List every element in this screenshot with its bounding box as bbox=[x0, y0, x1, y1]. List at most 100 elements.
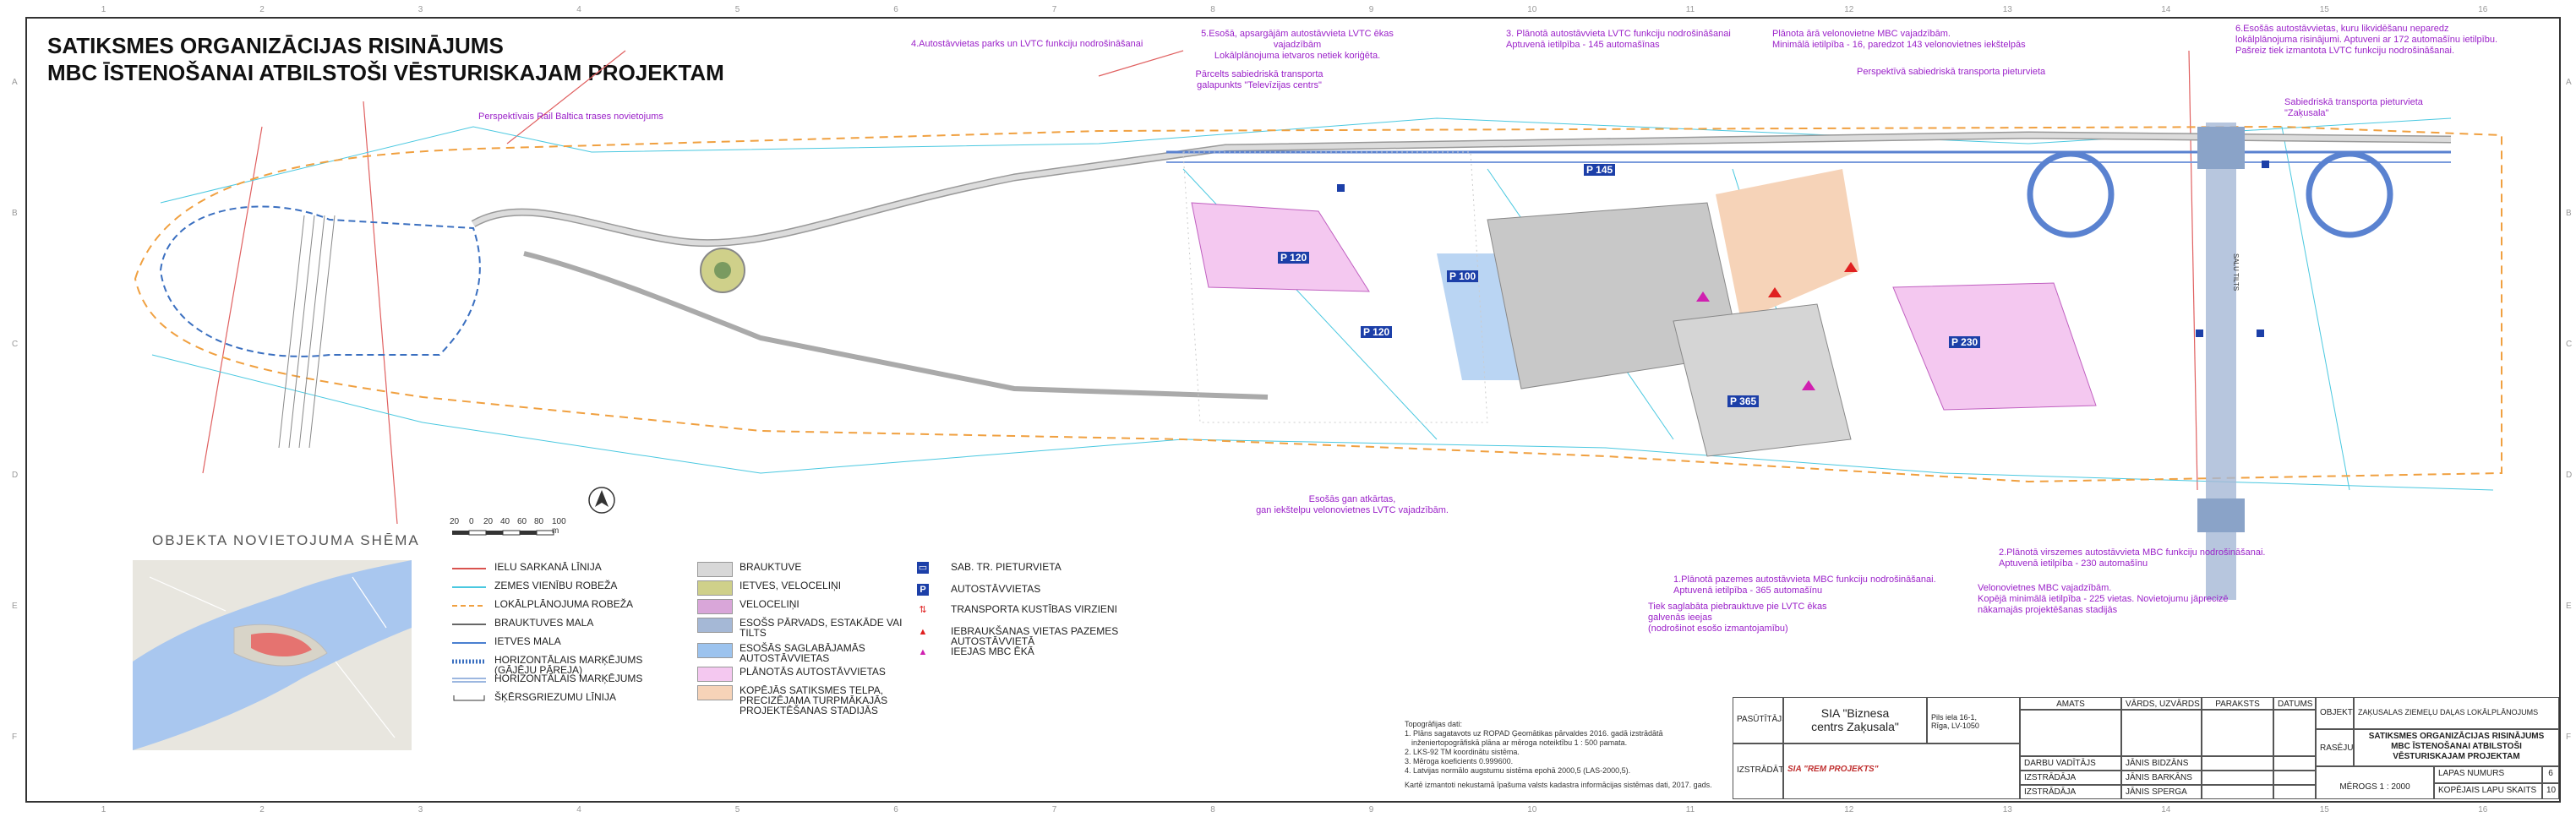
legend-line-label: IETVES MALA bbox=[494, 635, 561, 647]
planned-parking-120 bbox=[1191, 202, 1370, 292]
legend-line-label: IELU SARKANĀ LĪNIJA bbox=[494, 561, 602, 573]
legend-area-label: PLĀNOTĀS AUTOSTĀVVIETAS bbox=[740, 666, 886, 678]
traffic-direction-icon: ⇅ bbox=[919, 605, 927, 615]
underground-entry-icon: ▲ bbox=[918, 627, 928, 637]
note-existing-bike: Esošās gan atkārtas, gan iekštelpu velon… bbox=[1256, 494, 1449, 515]
sheet-label: RASĒJUMS: bbox=[2316, 729, 2354, 766]
ruler-column-label: 5 bbox=[734, 5, 740, 14]
north-arrow-pointer bbox=[595, 490, 609, 507]
note-1-a: 1.Plānotā pazemes autostāvvieta MBC funk… bbox=[1673, 575, 1936, 596]
legend-line-swatch bbox=[453, 695, 485, 701]
ruler-row-label: D bbox=[12, 470, 19, 480]
underground-entry-icon bbox=[1844, 262, 1858, 272]
blank-cell bbox=[2121, 710, 2202, 756]
object-name: ZAĶUSALAS ZIEMEĻU DAĻAS LOKĀLPLĀNOJUMS bbox=[2354, 697, 2559, 729]
page-label: LAPAS NUMURS bbox=[2434, 766, 2542, 783]
parking-label-230: P 230 bbox=[1949, 336, 1981, 348]
note-stop-zakusala: Sabiedriskā transporta pieturvieta "Zaķu… bbox=[2284, 97, 2423, 118]
ruler-row-label: F bbox=[12, 732, 18, 742]
date-1 bbox=[2273, 756, 2316, 771]
main-road-surface bbox=[472, 132, 2452, 246]
scale-tick: 100 m bbox=[552, 517, 566, 536]
legend-line-label: ŠĶĒRSGRIEZUMU LĪNIJA bbox=[494, 691, 617, 703]
roundabout-east-2 bbox=[2306, 150, 2393, 238]
title-line-1: SATIKSMES ORGANIZĀCIJAS RISINĀJUMS bbox=[47, 33, 504, 58]
roundabout-west-center bbox=[714, 262, 731, 279]
inset-title: OBJEKTA NOVIETOJUMA SHĒMA bbox=[152, 532, 420, 548]
parking-label-120a: P 120 bbox=[1278, 252, 1310, 264]
scale-tick: 60 bbox=[517, 517, 527, 526]
ruler-row-label: D bbox=[2566, 470, 2573, 480]
bus-stop-icon bbox=[2196, 330, 2203, 337]
ruler-row-label: A bbox=[12, 77, 18, 87]
ruler-column-label: 4 bbox=[576, 805, 581, 814]
topo-notes: Topogrāfijas dati: 1. Plāns sagatavots u… bbox=[1405, 720, 1663, 775]
ruler-column-label: 7 bbox=[1051, 5, 1057, 14]
ruler-column-label: 2 bbox=[259, 805, 265, 814]
sheet-title: SATIKSMES ORGANIZĀCIJAS RISINĀJUMS MBC Ī… bbox=[2354, 729, 2559, 766]
legend-symbol-label: IEEJAS MBC ĒKĀ bbox=[951, 645, 1034, 657]
legend-line-label: LOKĀLPLĀNOJUMA ROBEŽA bbox=[494, 598, 634, 610]
mbc-entrance-icon bbox=[1696, 291, 1710, 302]
legend-area-swatch bbox=[697, 562, 733, 577]
ruler-column-label: 7 bbox=[1051, 805, 1057, 814]
ruler-column-label: 11 bbox=[1685, 805, 1695, 814]
legend-line-swatch bbox=[452, 659, 486, 664]
drawing-title: SATIKSMES ORGANIZĀCIJAS RISINĀJUMS MBC Ī… bbox=[47, 32, 724, 86]
legend-line-swatch bbox=[452, 568, 486, 569]
ruler-column-label: 1 bbox=[101, 805, 106, 814]
red-street-lines bbox=[202, 50, 2198, 525]
underground-entry-icon bbox=[1768, 287, 1782, 297]
scale-bar-graphic bbox=[452, 530, 554, 536]
name-2: JĀNIS BARKĀNS bbox=[2121, 771, 2202, 785]
parking-label-120b: P 120 bbox=[1361, 326, 1393, 338]
client-name: SIA "Biznesa centrs Zaķusala" bbox=[1783, 697, 1927, 743]
header-date: DATUMS bbox=[2273, 697, 2316, 710]
sign-1 bbox=[2202, 756, 2273, 771]
scale-text: MĒROGS 1 : 2000 bbox=[2316, 766, 2434, 799]
role-2: IZSTRĀDĀJA bbox=[2020, 771, 2121, 785]
header-sign: PARAKSTS bbox=[2202, 697, 2273, 710]
role-3: IZSTRĀDĀJA bbox=[2020, 785, 2121, 799]
parking-icon: P bbox=[917, 584, 929, 596]
planned-parking-230 bbox=[1892, 282, 2097, 411]
ruler-column-label: 9 bbox=[1368, 5, 1374, 14]
legend-area-label: KOPĒJĀS SATIKSMES TELPA, PRECIZĒJAMA TUR… bbox=[740, 684, 888, 716]
blank-cell bbox=[2273, 710, 2316, 756]
legend-area-label: IETVES, VELOCELIŅI bbox=[740, 580, 842, 591]
legend-line-swatch bbox=[452, 678, 486, 683]
note-6: 6.Esošās autostāvvietas, kuru likvidēšan… bbox=[2235, 24, 2498, 56]
mbc-building bbox=[1673, 303, 1852, 457]
legend-line-swatch bbox=[452, 642, 486, 644]
object-label: OBJEKTS: bbox=[2316, 697, 2354, 729]
ruler-column-label: 13 bbox=[2002, 805, 2012, 814]
south-road bbox=[523, 251, 1269, 400]
bridge-label: SALU TILTS bbox=[2232, 253, 2240, 291]
total-label: KOPĒJAIS LAPU SKAITS bbox=[2434, 783, 2542, 799]
legend-area-swatch bbox=[697, 667, 733, 682]
legend-line-swatch bbox=[452, 624, 486, 625]
scale-tick: 0 bbox=[469, 517, 474, 526]
ruler-column-label: 5 bbox=[734, 805, 740, 814]
ruler-column-label: 3 bbox=[418, 805, 423, 814]
ruler-column-label: 10 bbox=[1527, 5, 1537, 14]
legend-area-label: ESOŠĀS SAGLABĀJAMĀS AUTOSTĀVVIETAS bbox=[740, 642, 865, 664]
legend-line-swatch bbox=[452, 586, 486, 588]
ruler-row-label: C bbox=[2566, 339, 2573, 349]
bus-stop-icon: ▭ bbox=[917, 562, 929, 574]
legend-line-label: ZEMES VIENĪBU ROBEŽA bbox=[494, 580, 618, 591]
ruler-column-label: 16 bbox=[2478, 805, 2488, 814]
ruler-column-label: 4 bbox=[576, 5, 581, 14]
legend-symbol-label: TRANSPORTA KUSTĪBAS VIRZIENI bbox=[951, 603, 1117, 615]
scale-tick: 20 bbox=[450, 517, 460, 526]
ruler-column-label: 6 bbox=[893, 805, 898, 814]
legend-line-label: BRAUKTUVES MALA bbox=[494, 617, 594, 629]
ruler-column-label: 6 bbox=[893, 5, 898, 14]
north-arrow-icon bbox=[588, 487, 615, 514]
roundabout-east-1 bbox=[2027, 150, 2115, 238]
parking-label-365: P 365 bbox=[1727, 395, 1760, 407]
parking-label-145: P 145 bbox=[1584, 164, 1616, 176]
legend-line-label: HORIZONTĀLAIS MARĶĒJUMS (GĀJĒJU PĀREJA) bbox=[494, 654, 643, 676]
ruler-column-label: 9 bbox=[1368, 805, 1374, 814]
legend-area-swatch bbox=[697, 685, 733, 700]
